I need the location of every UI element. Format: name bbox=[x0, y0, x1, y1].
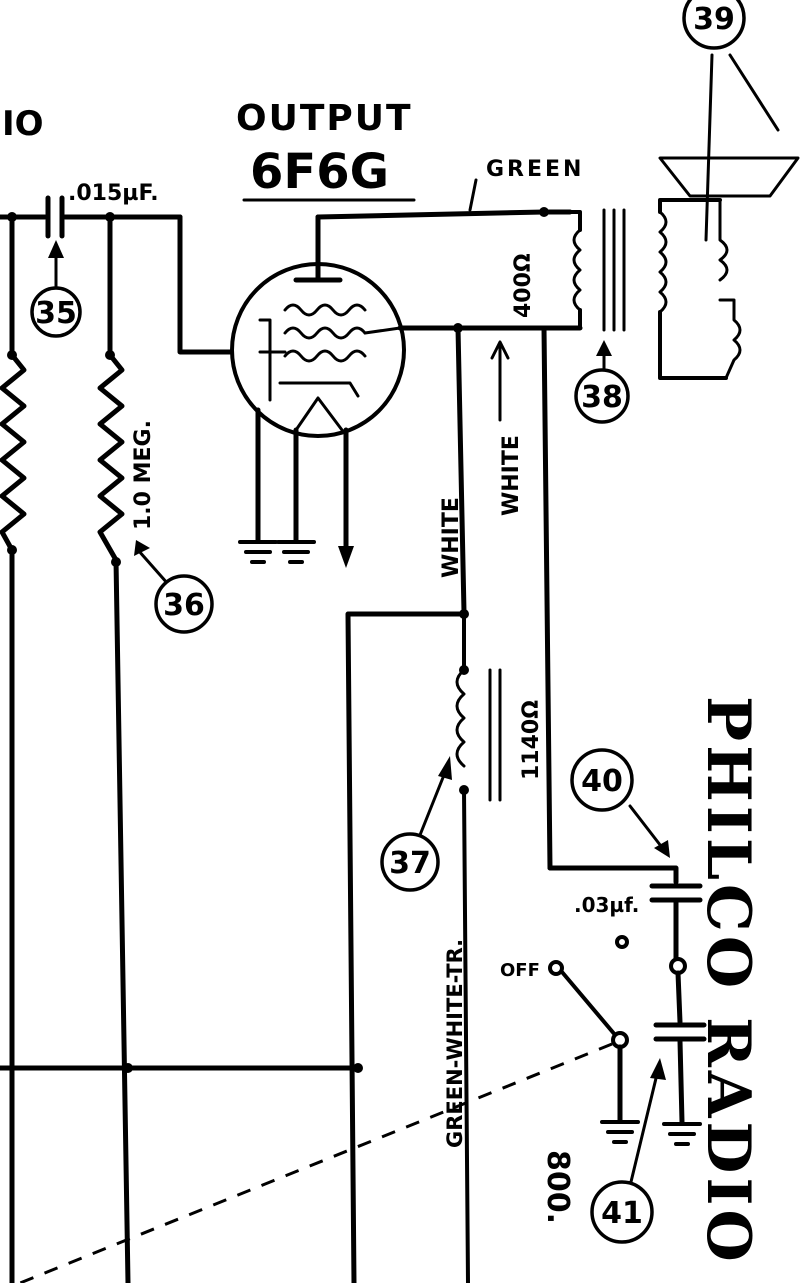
c35-value-label: .015µF. bbox=[68, 181, 159, 206]
callout-37: 37 bbox=[380, 756, 452, 892]
switch-off-contact bbox=[548, 960, 564, 976]
svg-text:41: 41 bbox=[601, 1196, 643, 1231]
ground-symbol-tube-2 bbox=[276, 540, 316, 564]
svg-text:39: 39 bbox=[693, 2, 735, 37]
svg-text:36: 36 bbox=[163, 588, 205, 623]
ground-symbol-tone bbox=[662, 1122, 702, 1146]
switch-off-label: OFF bbox=[500, 960, 540, 981]
white-lead-2-label: WHITE bbox=[499, 435, 524, 516]
output-title: OUTPUT bbox=[236, 98, 413, 139]
callout-41: 41 bbox=[590, 1058, 666, 1244]
green-lead-label: GREEN bbox=[486, 157, 584, 182]
c40-value-label: .03µf. bbox=[574, 893, 639, 917]
tube-type-label: 6F6G bbox=[250, 144, 389, 200]
callout-36: 36 bbox=[134, 540, 214, 634]
filter-choke-37 bbox=[455, 612, 502, 1283]
callout-38: 38 bbox=[574, 340, 630, 424]
svg-text:35: 35 bbox=[35, 296, 77, 331]
switch-blade bbox=[560, 970, 618, 1038]
partial-label-left: IO bbox=[2, 104, 44, 144]
tone-feed-wire bbox=[547, 865, 679, 885]
green-white-tr-label: GREEN-WHITE-TR. bbox=[443, 939, 467, 1148]
partial-number-bottom: 800. bbox=[540, 1150, 575, 1224]
ground-symbol-switch bbox=[600, 1120, 640, 1144]
white-lead-1-label: WHITE bbox=[439, 497, 464, 578]
choke-resistance-label: 1140Ω bbox=[519, 700, 544, 780]
speaker-39 bbox=[658, 53, 800, 380]
white-lead-2-arrow bbox=[490, 340, 510, 422]
svg-text:38: 38 bbox=[581, 380, 623, 415]
output-transformer-38 bbox=[568, 198, 728, 380]
callout-39: 39 bbox=[682, 0, 746, 50]
tone-capacitor-40 bbox=[649, 883, 703, 963]
choke-feed-wire bbox=[345, 611, 467, 1283]
grid-resistor-36 bbox=[97, 212, 131, 1283]
philco-radio-brand: PHILCO RADIO bbox=[693, 696, 763, 1266]
svg-text:37: 37 bbox=[389, 846, 431, 881]
mechanical-linkage-dashed bbox=[19, 1042, 613, 1283]
svg-text:40: 40 bbox=[581, 764, 623, 799]
white-lead-1 bbox=[455, 325, 467, 615]
primary-resistance-label: 400Ω bbox=[511, 253, 536, 318]
ground-symbol-tube-1 bbox=[238, 540, 278, 564]
tube-6f6g bbox=[230, 214, 406, 438]
white-lead-2 bbox=[541, 325, 553, 871]
tone-capacitor-41 bbox=[653, 970, 707, 1125]
green-lead-tick bbox=[468, 178, 478, 212]
heater-arrow bbox=[338, 546, 354, 568]
grid-resistor-left bbox=[0, 212, 27, 1283]
grid-wire bbox=[177, 214, 241, 355]
callout-35: 35 bbox=[30, 240, 82, 338]
plate-wire bbox=[315, 209, 573, 220]
callout-40: 40 bbox=[570, 748, 670, 858]
switch-contact-open bbox=[615, 935, 629, 949]
r36-value-label: 1.0 MEG. bbox=[131, 420, 156, 530]
